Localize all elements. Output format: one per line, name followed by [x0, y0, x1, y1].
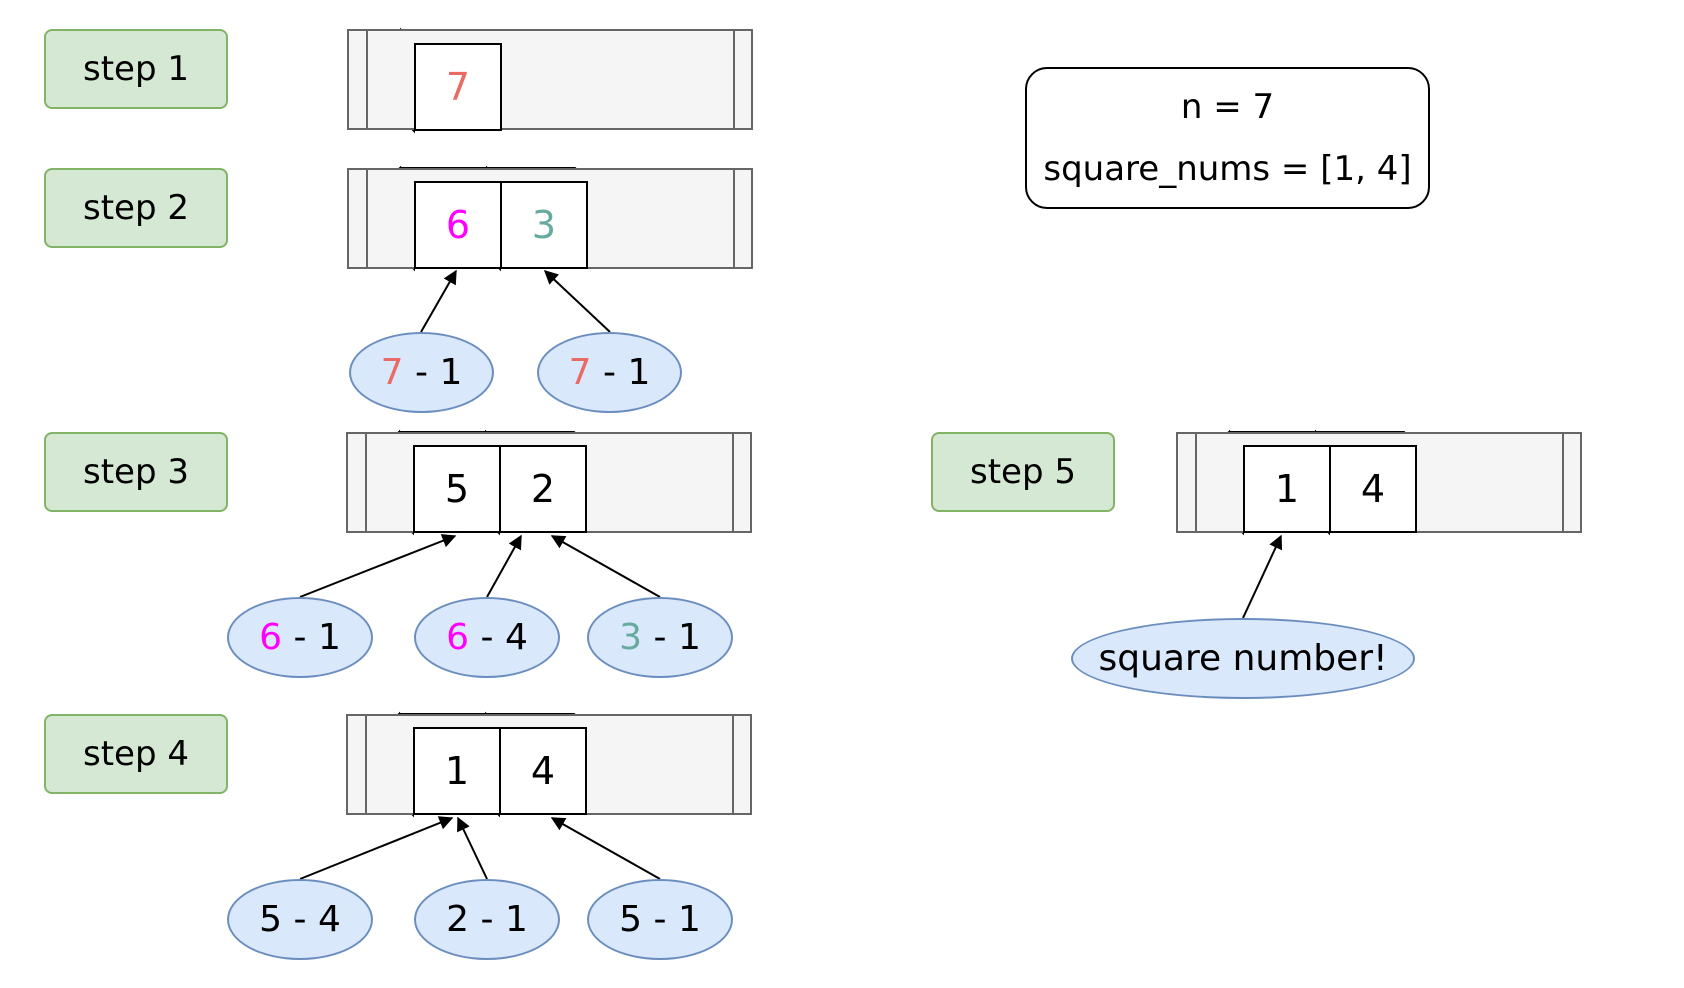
note-text: square number! [1098, 638, 1388, 679]
tray-divider [366, 168, 368, 269]
operation-rest: - 1 [642, 617, 701, 658]
tray-divider [732, 432, 734, 533]
tray-divider [1195, 432, 1197, 533]
arrow-edge [299, 816, 454, 880]
tray-divider [366, 29, 368, 130]
arrow-edge [543, 270, 611, 333]
tray-divider [732, 714, 734, 815]
info-n: n = 7 [1180, 87, 1275, 127]
queue-cell: 1 [1243, 445, 1331, 533]
operation-node: 6 - 4 [414, 597, 560, 678]
operation-node: 5 - 4 [227, 879, 373, 960]
operation-rest: - 4 [469, 617, 528, 658]
queue-cell: 6 [414, 181, 502, 269]
operand: 5 [619, 899, 643, 940]
arrow-edge [550, 535, 661, 598]
square-number-note: square number! [1071, 618, 1415, 699]
step-3-label: step 3 [44, 432, 228, 512]
info-square-nums: square_nums = [1, 4] [1043, 149, 1412, 189]
operation-node: 2 - 1 [414, 879, 560, 960]
queue-cell: 4 [499, 727, 587, 815]
queue-tray-step-1 [347, 29, 753, 130]
operation-node: 5 - 1 [587, 879, 733, 960]
info-box: n = 7 square_nums = [1, 4] [1025, 67, 1430, 209]
operand: 3 [619, 617, 643, 658]
queue-cell: 2 [499, 445, 587, 533]
queue-cell: 4 [1329, 445, 1417, 533]
arrow-edge [299, 534, 457, 598]
arrow-edge [550, 817, 661, 880]
operand: 7 [380, 352, 404, 393]
step-2-label: step 2 [44, 168, 228, 248]
arrow-edge [486, 534, 522, 598]
arrow-edge [457, 816, 488, 880]
step-5-label: step 5 [931, 432, 1115, 512]
arrow-edge [420, 269, 457, 333]
queue-cell: 1 [413, 727, 501, 815]
operation-rest: - 1 [282, 617, 341, 658]
tray-divider [733, 29, 735, 130]
operand: 2 [446, 899, 470, 940]
queue-cell: 5 [413, 445, 501, 533]
operand: 6 [259, 617, 283, 658]
operand: 6 [446, 617, 470, 658]
operation-rest: - 1 [469, 899, 528, 940]
queue-cell: 3 [500, 181, 588, 269]
operation-node: 3 - 1 [587, 597, 733, 678]
operation-rest: - 1 [642, 899, 701, 940]
operand: 7 [568, 352, 592, 393]
operation-rest: - 4 [282, 899, 341, 940]
operation-rest: - 1 [591, 352, 651, 393]
step-1-label: step 1 [44, 29, 228, 109]
operation-rest: - 1 [403, 352, 463, 393]
operation-node: 7 - 1 [537, 332, 682, 413]
tray-divider [365, 714, 367, 815]
tray-divider [733, 168, 735, 269]
step-4-label: step 4 [44, 714, 228, 794]
operand: 5 [259, 899, 283, 940]
operation-node: 7 - 1 [349, 332, 494, 413]
operation-node: 6 - 1 [227, 597, 373, 678]
tray-divider [365, 432, 367, 533]
queue-cell: 7 [414, 43, 502, 131]
tray-divider [1562, 432, 1564, 533]
arrow-edge [1242, 534, 1283, 619]
